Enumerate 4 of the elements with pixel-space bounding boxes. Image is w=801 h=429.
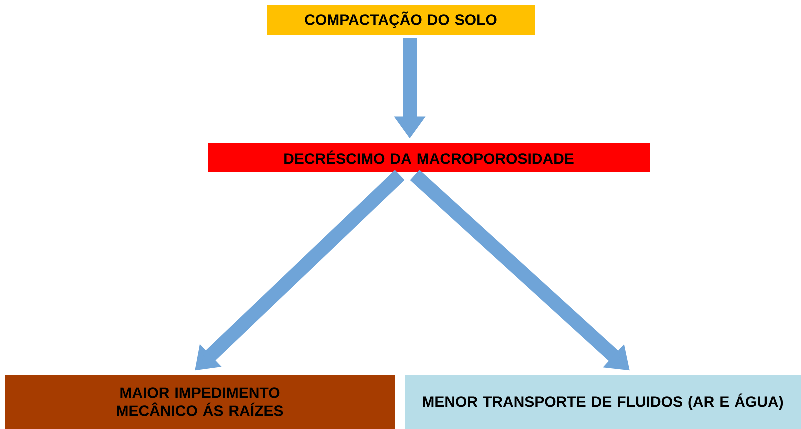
process-box: COMPACTAÇÃO DO SOLO xyxy=(267,5,535,35)
process-box: MAIOR IMPEDIMENTO MECÂNICO ÁS RAÍZES xyxy=(5,375,395,429)
process-box: DECRÉSCIMO DA MACROPOROSIDADE xyxy=(208,143,650,172)
process-box: MENOR TRANSPORTE DE FLUIDOS (AR E ÁGUA) xyxy=(405,375,801,429)
